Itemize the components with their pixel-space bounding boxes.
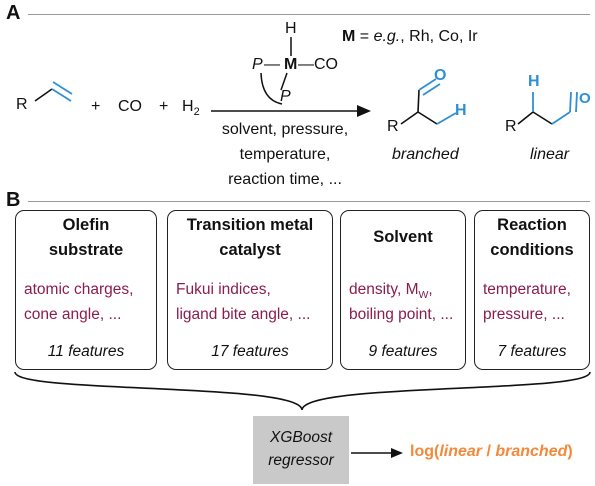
- panel-b-rule: [28, 201, 590, 202]
- catalyst-hydride: H: [285, 20, 297, 37]
- substrate-bond-r: [34, 88, 53, 102]
- descriptor-density: density, M: [349, 281, 419, 298]
- panel-a-rule: [28, 14, 590, 15]
- metal-p-bond: [280, 72, 288, 91]
- box-feature-count: 7 features: [497, 343, 567, 360]
- box-descriptor: pressure, ...: [483, 306, 565, 323]
- descriptor-comma: ,: [428, 281, 433, 298]
- metal-definition-list: , Rh, Co, Ir: [400, 28, 478, 45]
- linear-oxygen: O: [579, 90, 591, 107]
- box-descriptor: ligand bite angle, ...: [176, 306, 311, 323]
- output-suffix: ): [567, 443, 573, 460]
- condition-line-2: temperature,: [239, 146, 331, 163]
- model-name: XGBoost: [269, 429, 333, 446]
- box-descriptor: cone angle, ...: [24, 306, 122, 323]
- branched-hydrogen: H: [455, 102, 467, 119]
- box-descriptor: boiling point, ...: [349, 306, 454, 323]
- output-expression: log(linear / branched): [410, 443, 573, 461]
- panel-b-label: B: [6, 189, 21, 211]
- feature-box-conditions: Reaction conditions temperature, pressur…: [474, 210, 590, 370]
- linear-bond-r: [517, 111, 534, 125]
- box-title: conditions: [490, 241, 574, 259]
- output-branched: branched: [495, 443, 568, 460]
- linear-bond-ch2: [532, 111, 553, 125]
- box-title: catalyst: [219, 241, 281, 259]
- branched-bond-ch2: [417, 111, 438, 125]
- box-title: Solvent: [373, 228, 433, 246]
- feature-box-olefin: Olefin substrate atomic charges, cone an…: [15, 210, 157, 370]
- branched-oxygen: O: [434, 67, 447, 84]
- condition-line-3: reaction time, ...: [228, 171, 342, 188]
- metal-definition-eg: e.g.: [373, 28, 401, 45]
- hydrogen-symbol: H: [182, 98, 194, 115]
- metal-definition-equals: =: [355, 28, 374, 45]
- plus-sign-2: +: [159, 98, 169, 115]
- box-title: Transition metal: [186, 216, 314, 234]
- carbon-monoxide: CO: [118, 98, 142, 115]
- descriptor-subscript: W: [418, 289, 429, 302]
- feature-box-catalyst: Transition metal catalyst Fukui indices,…: [167, 210, 333, 370]
- catalyst-phosphorus-2: P: [280, 88, 291, 105]
- box-feature-count: 11 features: [47, 343, 125, 360]
- reaction-scheme: [34, 37, 578, 125]
- xgboost-model-box: XGBoost regressor: [253, 416, 349, 484]
- box-descriptor: density, MW,: [349, 277, 433, 308]
- linear-co-bond-b: [575, 91, 578, 113]
- branched-co-bond-a: [418, 78, 437, 91]
- model-graphics: [14, 371, 591, 458]
- box-title: Reaction: [497, 216, 567, 234]
- box-title: substrate: [48, 241, 124, 259]
- ligand-backbone: [260, 72, 283, 105]
- box-descriptor: Fukui indices,: [176, 281, 271, 298]
- branched-bond-cho: [417, 89, 420, 113]
- substrate-double-bond-a: [51, 88, 72, 102]
- linear-hydrogen: H: [528, 73, 540, 90]
- box-title: Olefin: [62, 216, 110, 234]
- reaction-arrow-head: [357, 105, 371, 117]
- linear-bond-cho: [551, 111, 571, 125]
- branched-bond-h: [436, 112, 457, 125]
- plus-sign-1: +: [91, 98, 101, 115]
- catalyst-p-m-bond: —: [264, 56, 280, 73]
- linear-co-bond-a: [569, 91, 572, 113]
- branched-co-bond-b: [422, 83, 441, 96]
- substrate-double-bond-b: [52, 81, 73, 95]
- feature-box-solvent: Solvent density, MW, boiling point, ... …: [340, 210, 466, 370]
- branched-bond-r: [400, 111, 419, 125]
- linear-label: linear: [530, 146, 570, 163]
- hydrogen-subscript: 2: [193, 106, 200, 119]
- metal-definition: M = e.g., Rh, Co, Ir: [342, 28, 478, 46]
- substrate-r-group: R: [16, 96, 28, 113]
- branched-label: branched: [392, 146, 459, 163]
- output-arrow-head: [391, 448, 403, 458]
- panel-a-label: A: [6, 2, 21, 24]
- box-descriptor: atomic charges,: [24, 281, 134, 298]
- model-type: regressor: [268, 452, 334, 469]
- curly-brace-icon: [14, 371, 591, 411]
- metal-definition-symbol: M: [342, 28, 356, 45]
- catalyst-metal: M: [284, 56, 298, 73]
- output-slash: /: [482, 443, 496, 460]
- hydrogen: H2: [182, 98, 200, 118]
- output-linear: linear: [439, 443, 483, 460]
- catalyst-carbonyl: —CO: [298, 56, 338, 73]
- linear-r-group: R: [505, 118, 517, 135]
- box-descriptor: temperature,: [483, 281, 571, 298]
- box-feature-count: 9 features: [368, 343, 438, 360]
- output-prefix: log(: [410, 443, 440, 460]
- box-feature-count: 17 features: [211, 343, 289, 360]
- branched-r-group: R: [387, 118, 399, 135]
- catalyst-phosphorus-1: P: [252, 56, 263, 73]
- condition-line-1: solvent, pressure,: [221, 121, 349, 138]
